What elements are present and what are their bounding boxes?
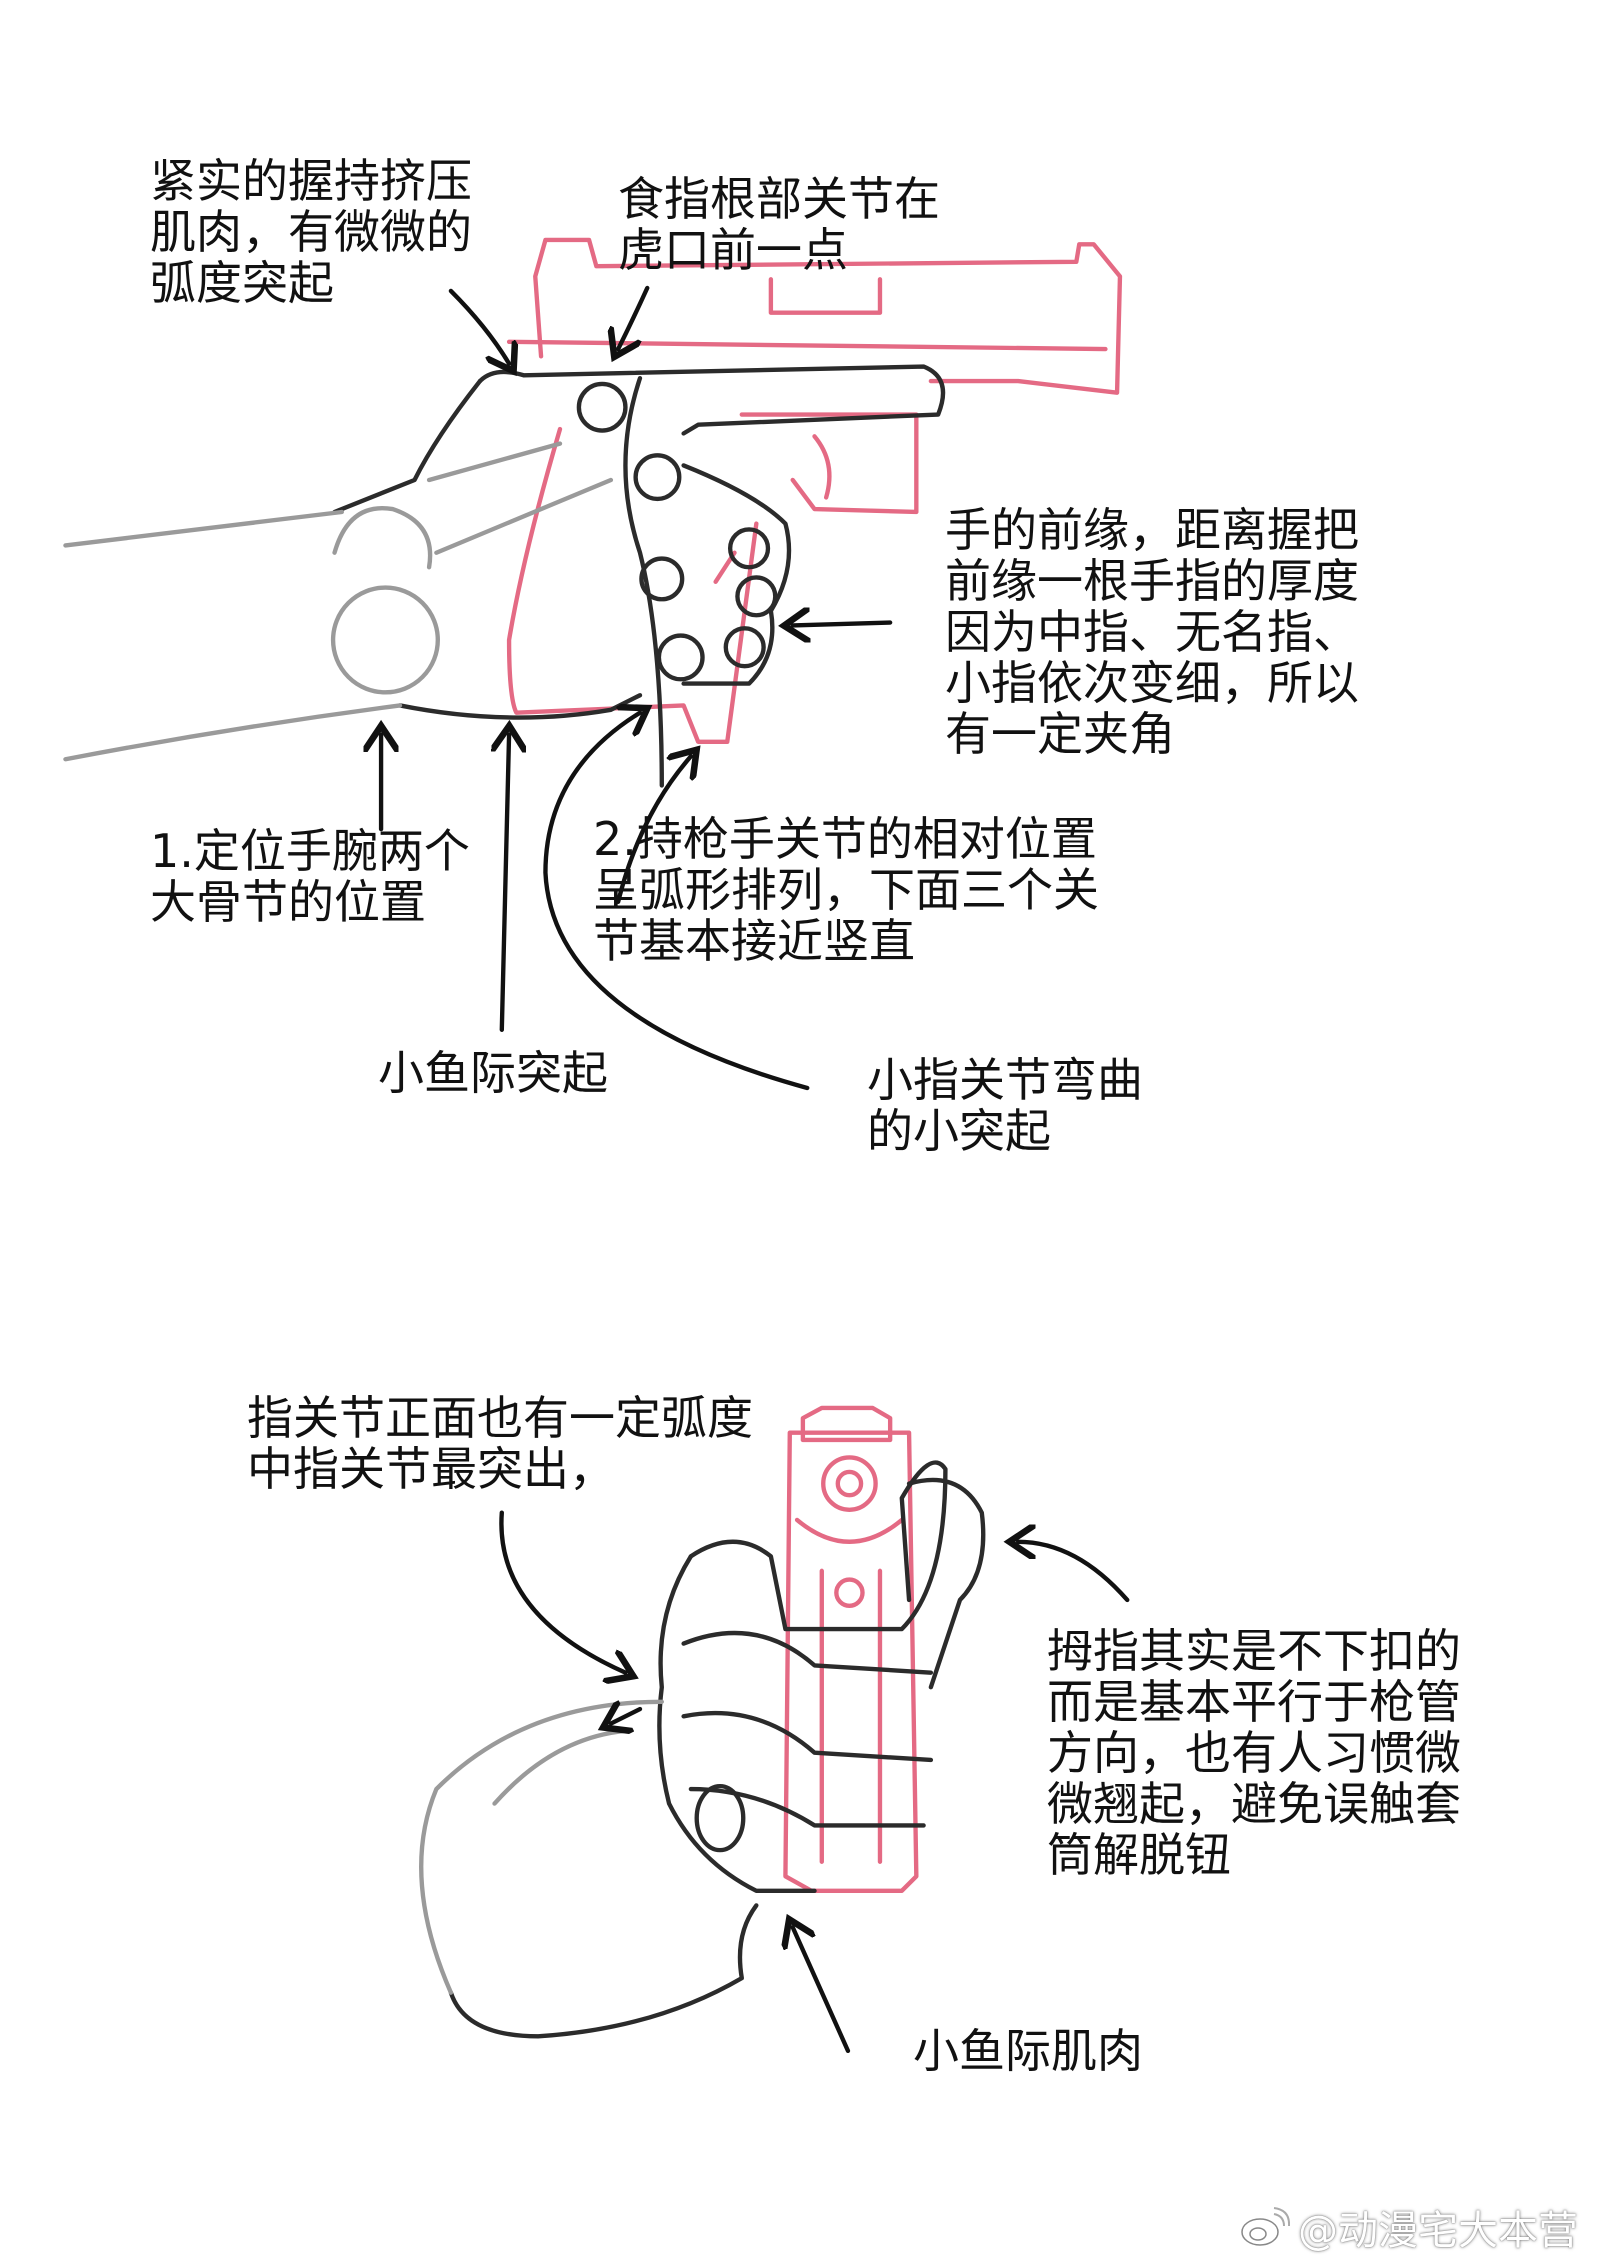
- note-line: 中指关节最突出，: [247, 1442, 615, 1496]
- leader-lines-top: [381, 285, 893, 1091]
- note-line: 紧实的握持挤压: [150, 154, 472, 208]
- watermark-text: @动漫宅大本营: [1298, 2208, 1578, 2254]
- note-line: 节基本接近竖直: [593, 914, 915, 968]
- note-line: 虎口前一点: [618, 223, 848, 277]
- note-line: 2.持枪手关节的相对位置: [593, 812, 1097, 866]
- note-line: 拇指其实是不下扣的: [1047, 1624, 1461, 1678]
- note-hand-front-edge: 手的前缘，距离握把 前缘一根手指的厚度 因为中指、无名指、 小指依次变细，所以 …: [945, 505, 1359, 760]
- note-line: 小指关节弯曲: [867, 1053, 1143, 1107]
- note-line: 因为中指、无名指、: [945, 605, 1359, 659]
- note-pinky-bump: 小指关节弯曲 的小突起: [867, 1055, 1143, 1157]
- gripping-hand-front: [448, 1460, 986, 2039]
- note-line: 小鱼际肌肉: [913, 2024, 1143, 2078]
- note-line: 有一定夹角: [945, 707, 1175, 761]
- note-index-knuckle: 食指根部关节在 虎口前一点: [618, 174, 940, 276]
- note-line: 指关节正面也有一定弧度: [247, 1391, 753, 1445]
- watermark: @动漫宅大本营: [1240, 2198, 1578, 2256]
- note-line: 大骨节的位置: [150, 875, 426, 929]
- note-thumb: 拇指其实是不下扣的 而是基本平行于枪管 方向，也有人习惯微 微翘起，避免误触套 …: [1047, 1626, 1461, 1881]
- weibo-icon: [1241, 2207, 1290, 2246]
- note-hypothenar-muscle: 小鱼际肌肉: [913, 2026, 1143, 2077]
- wrist-outline: [63, 441, 614, 762]
- note-line: 1.定位手腕两个: [150, 824, 470, 878]
- note-knuckle-arc: 2.持枪手关节的相对位置 呈弧形排列，下面三个关 节基本接近竖直: [593, 814, 1099, 967]
- note-line: 小指依次变细，所以: [945, 656, 1359, 710]
- leader-lines-bottom: [499, 1510, 1130, 2054]
- note-line: 弧度突起: [150, 256, 334, 310]
- note-line: 方向，也有人习惯微: [1047, 1726, 1461, 1780]
- note-wrist-bones: 1.定位手腕两个 大骨节的位置: [150, 826, 470, 928]
- note-line: 而是基本平行于枪管: [1047, 1675, 1461, 1729]
- note-line: 肌肉，有微微的: [150, 205, 472, 259]
- note-line: 食指根部关节在: [618, 172, 940, 226]
- note-grip-muscle: 紧实的握持挤压 肌肉，有微微的 弧度突起: [150, 156, 472, 309]
- note-line: 呈弧形排列，下面三个关: [593, 863, 1099, 917]
- note-line: 微翘起，避免误触套: [1047, 1777, 1461, 1831]
- note-line: 的小突起: [867, 1104, 1051, 1158]
- note-line: 前缘一根手指的厚度: [945, 554, 1359, 608]
- note-knuckle-front: 指关节正面也有一定弧度 中指关节最突出，: [247, 1393, 753, 1495]
- note-line: 小鱼际突起: [378, 1046, 608, 1100]
- gripping-hand-side: [332, 364, 946, 788]
- note-line: 筒解脱钮: [1047, 1828, 1231, 1882]
- note-line: 手的前缘，距离握把: [945, 503, 1359, 557]
- forearm-front: [419, 1699, 664, 1995]
- note-hypothenar-bulge: 小鱼际突起: [378, 1048, 608, 1099]
- pistol-front-view: [783, 1405, 919, 1894]
